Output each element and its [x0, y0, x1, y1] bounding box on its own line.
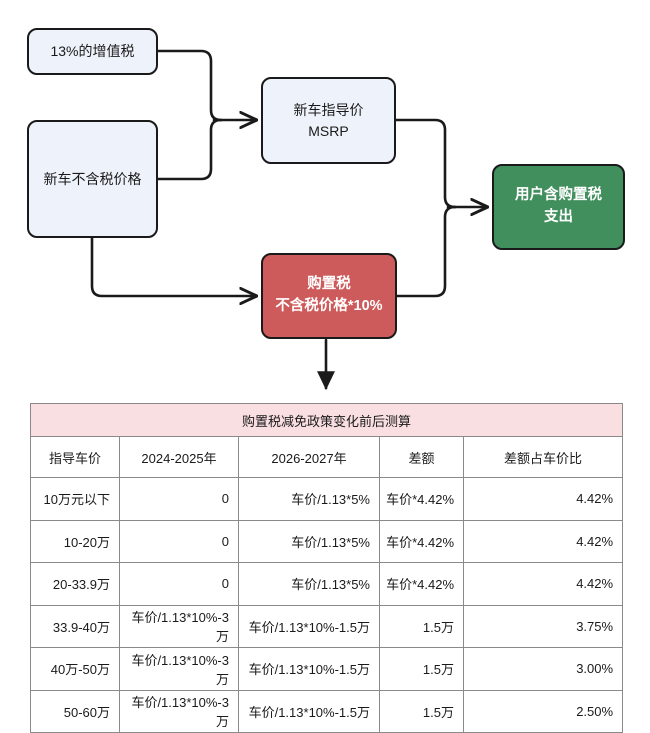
- cell-2024-2025: 0: [119, 562, 239, 606]
- cell-difference: 车价*4.42%: [379, 562, 464, 606]
- node-purchase-tax-label: 购置税 不含税价格*10%: [275, 276, 383, 314]
- column-header-2024-2025: 2024-2025年: [119, 436, 239, 478]
- table-title: 购置税减免政策变化前后测算: [29, 403, 624, 437]
- column-header-price-range: 指导车价: [30, 436, 120, 478]
- table-row: 33.9-40万 车价/1.13*10%-3万 车价/1.13*10%-1.5万…: [30, 604, 624, 648]
- node-msrp-label: 新车指导价 MSRP: [293, 101, 364, 139]
- cell-difference: 1.5万: [379, 689, 464, 733]
- table-row: 10-20万 0 车价/1.13*5% 车价*4.42% 4.42%: [30, 519, 624, 563]
- cell-difference: 车价*4.42%: [379, 477, 464, 521]
- connector-netprice-to-purchasetax: [90, 236, 256, 296]
- cell-2026-2027: 车价/1.13*5%: [238, 562, 380, 606]
- connector-vat-to-msrp: [156, 49, 223, 122]
- column-header-difference-ratio: 差额占车价比: [462, 436, 624, 478]
- node-purchase-tax[interactable]: 购置税 不含税价格*10%: [261, 253, 397, 339]
- cell-difference-ratio: 3.00%: [462, 647, 624, 691]
- cell-price-range: 10-20万: [30, 519, 120, 563]
- table-row: 10万元以下 0 车价/1.13*5% 车价*4.42% 4.42%: [30, 477, 624, 521]
- cell-difference: 1.5万: [379, 647, 464, 691]
- node-vat[interactable]: 13%的增值税: [27, 28, 158, 75]
- cell-2026-2027: 车价/1.13*5%: [238, 519, 380, 563]
- table-row: 50-60万 车价/1.13*10%-3万 车价/1.13*10%-1.5万 1…: [30, 689, 624, 733]
- table-header-row: 指导车价 2024-2025年 2026-2027年 差额 差额占车价比: [30, 436, 624, 478]
- cell-2024-2025: 车价/1.13*10%-3万: [119, 689, 239, 733]
- cell-difference-ratio: 3.75%: [462, 604, 624, 648]
- flowchart-connectors: [90, 49, 650, 390]
- cell-price-range: 10万元以下: [30, 477, 120, 521]
- cell-2024-2025: 0: [119, 477, 239, 521]
- cell-2024-2025: 0: [119, 519, 239, 563]
- node-user-expense-label: 用户含购置税 支出: [515, 187, 602, 225]
- cell-price-range: 40万-50万: [30, 647, 120, 691]
- cell-2024-2025: 车价/1.13*10%-3万: [119, 604, 239, 648]
- cell-difference-ratio: 2.50%: [462, 689, 624, 733]
- calc-table-container: 购置税减免政策变化前后测算 指导车价 2024-2025年 2026-2027年…: [29, 403, 624, 733]
- cell-2026-2027: 车价/1.13*10%-1.5万: [238, 689, 380, 733]
- cell-2026-2027: 车价/1.13*5%: [238, 477, 380, 521]
- column-header-difference: 差额: [379, 436, 464, 478]
- cell-2026-2027: 车价/1.13*10%-1.5万: [238, 647, 380, 691]
- cell-2024-2025: 车价/1.13*10%-3万: [119, 647, 239, 691]
- cell-difference: 1.5万: [379, 604, 464, 648]
- connector-msrp-to-output: [394, 118, 457, 209]
- cell-difference-ratio: 4.42%: [462, 477, 624, 521]
- table-row: 20-33.9万 0 车价/1.13*5% 车价*4.42% 4.42%: [30, 562, 624, 606]
- cell-price-range: 33.9-40万: [30, 604, 120, 648]
- node-user-expense[interactable]: 用户含购置税 支出: [492, 164, 625, 250]
- purchase-tax-table: 购置税减免政策变化前后测算 指导车价 2024-2025年 2026-2027年…: [29, 403, 624, 733]
- cell-difference-ratio: 4.42%: [462, 562, 624, 606]
- node-net-price-label: 新车不含税价格: [43, 170, 142, 187]
- cell-2026-2027: 车价/1.13*10%-1.5万: [238, 604, 380, 648]
- column-header-2026-2027: 2026-2027年: [238, 436, 380, 478]
- connector-purchasetax-to-output: [395, 205, 457, 298]
- table-title-row: 购置税减免政策变化前后测算: [29, 403, 624, 437]
- cell-price-range: 50-60万: [30, 689, 120, 733]
- cell-price-range: 20-33.9万: [30, 562, 120, 606]
- table-row: 40万-50万 车价/1.13*10%-3万 车价/1.13*10%-1.5万 …: [30, 647, 624, 691]
- cell-difference-ratio: 4.42%: [462, 519, 624, 563]
- cell-difference: 车价*4.42%: [379, 519, 464, 563]
- connector-netprice-to-msrp: [156, 118, 223, 181]
- node-msrp[interactable]: 新车指导价 MSRP: [261, 77, 396, 164]
- node-net-price[interactable]: 新车不含税价格: [27, 120, 158, 238]
- node-vat-label: 13%的增值税: [50, 43, 135, 59]
